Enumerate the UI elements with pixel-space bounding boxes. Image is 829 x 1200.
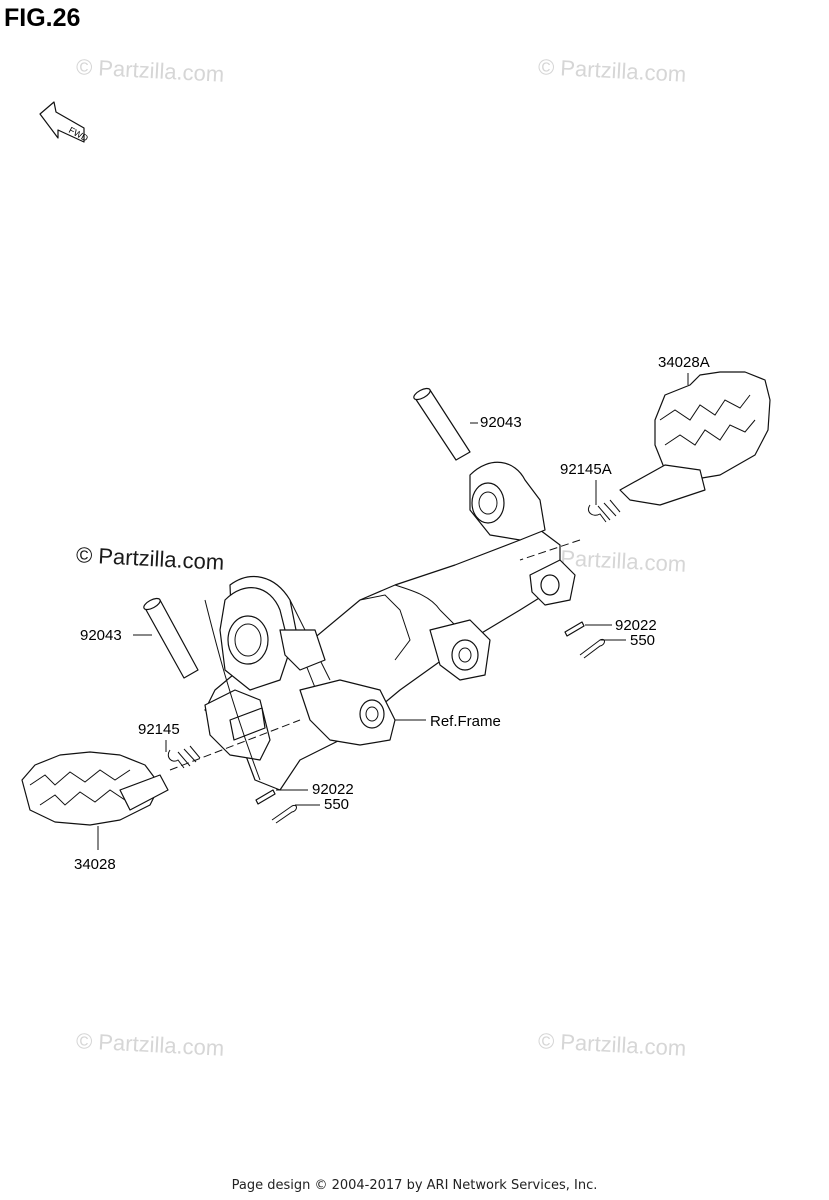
cotter-pin-right bbox=[579, 638, 605, 659]
footer-copyright: Page design © 2004-2017 by ARI Network S… bbox=[231, 1178, 598, 1193]
washer-right bbox=[564, 621, 585, 637]
callout-frame: Ref.Frame bbox=[430, 713, 501, 730]
callout-pin-right: 92043 bbox=[480, 414, 522, 431]
callout-cotter-left: 550 bbox=[324, 796, 350, 813]
callout-spring-right: 92145A bbox=[560, 461, 612, 478]
footpeg-right bbox=[619, 371, 771, 506]
callout-peg-right: 34028A bbox=[658, 354, 710, 371]
pin-right bbox=[413, 387, 471, 461]
footpeg-left bbox=[21, 751, 169, 826]
figure-title: FIG.26 bbox=[4, 4, 81, 32]
callout-washer-left: 92022 bbox=[312, 781, 354, 798]
spring-right bbox=[587, 499, 621, 523]
callout-peg-left: 34028 bbox=[74, 856, 116, 873]
fwd-arrow-icon: FWD bbox=[39, 101, 90, 144]
frame-ref bbox=[204, 461, 576, 791]
callout-pin-left: 92043 bbox=[80, 627, 122, 644]
pin-left bbox=[143, 597, 199, 679]
cotter-pin-left bbox=[271, 804, 297, 824]
fwd-label: FWD bbox=[67, 125, 90, 144]
washer-left bbox=[255, 789, 276, 805]
alignment-line-right bbox=[519, 539, 581, 561]
callout-spring-left: 92145 bbox=[138, 721, 180, 738]
callout-washer-right: 92022 bbox=[615, 617, 657, 634]
callout-cotter-right: 550 bbox=[630, 632, 656, 649]
spring-left bbox=[167, 745, 201, 769]
